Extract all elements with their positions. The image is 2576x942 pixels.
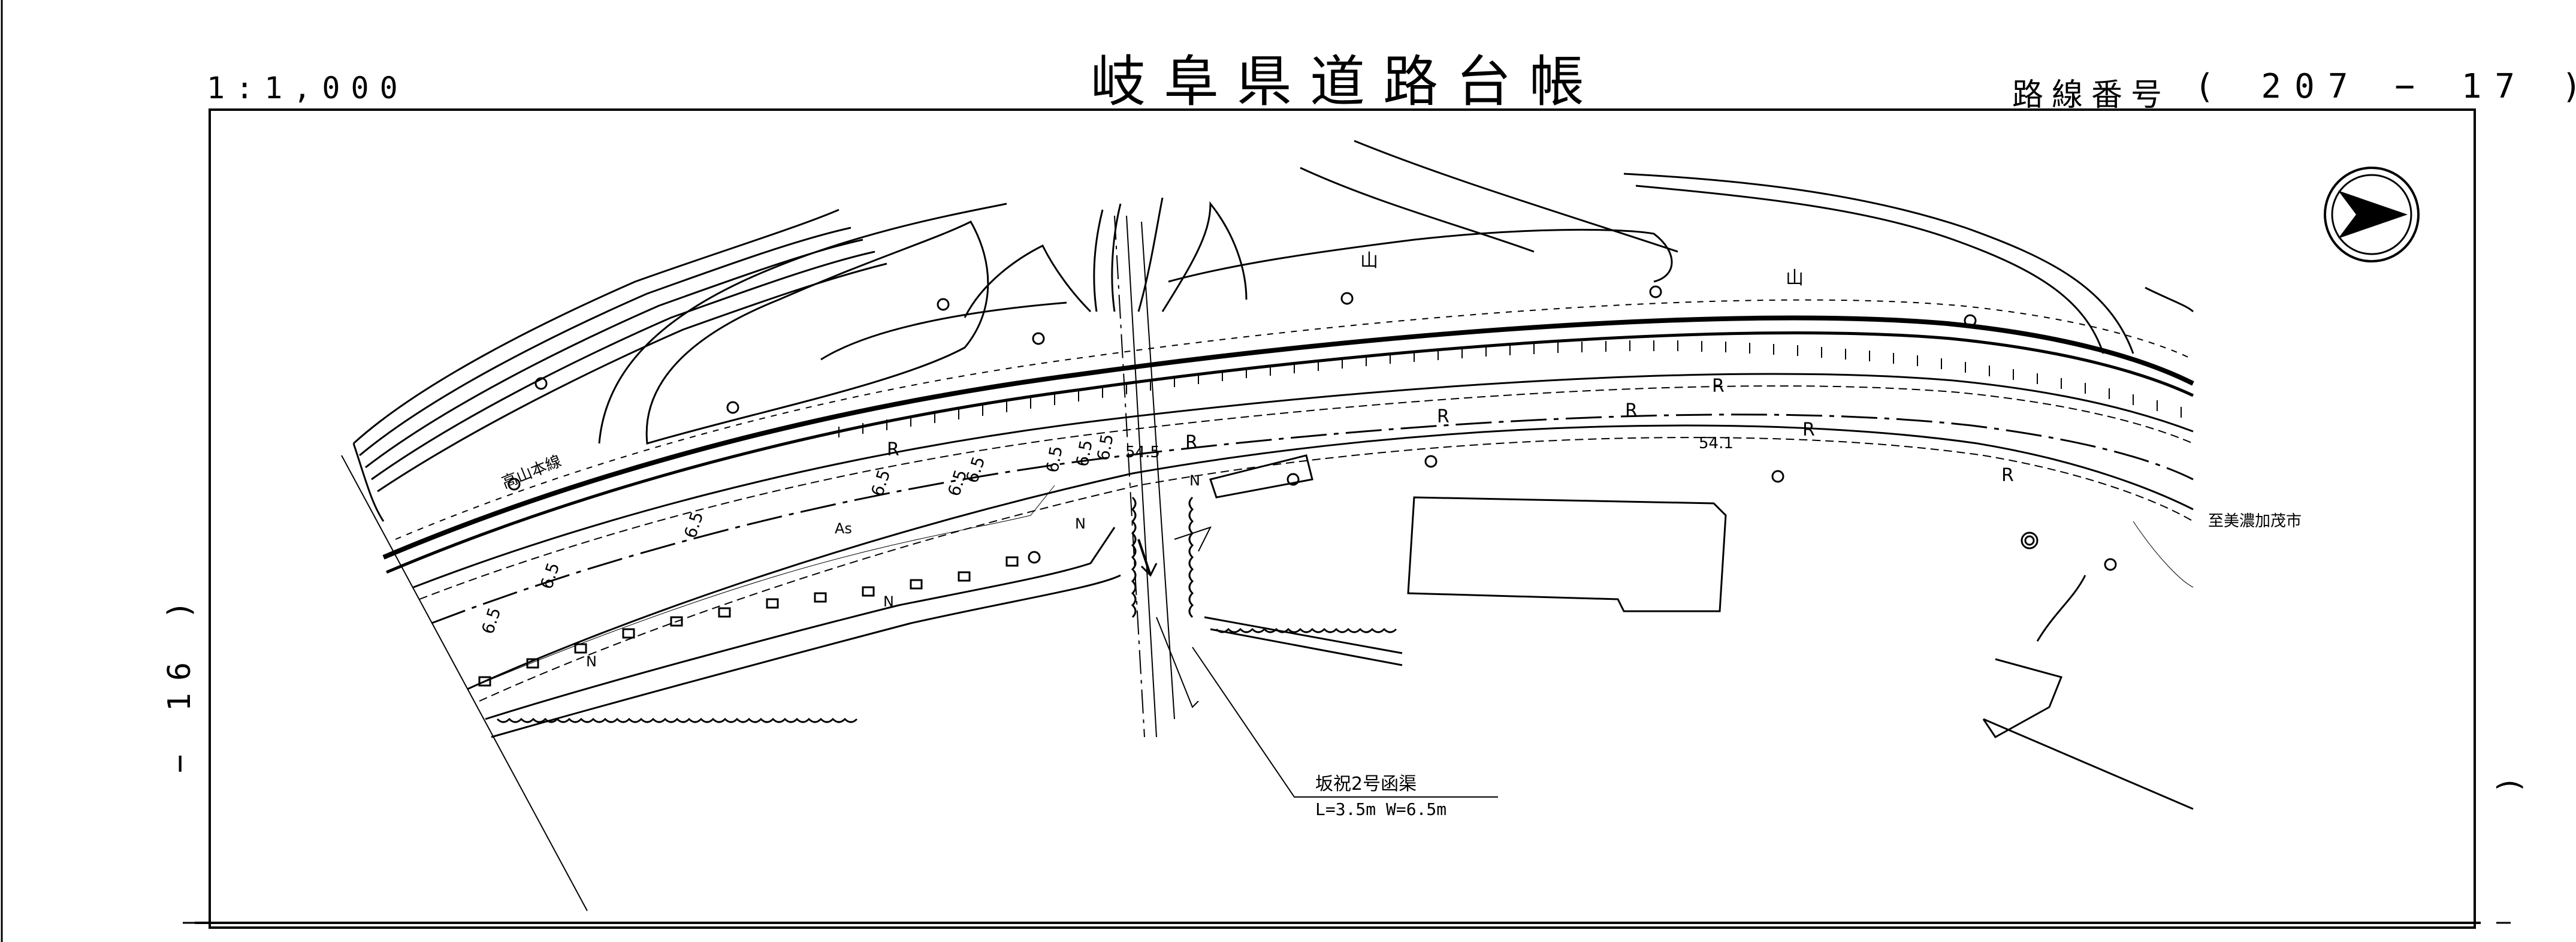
slope-scallops: [496, 496, 1397, 723]
sheet-number: − 16 ): [162, 588, 198, 773]
culvert-leader: [1192, 647, 1498, 798]
destination-label: 至美濃加茂市: [2208, 512, 2302, 530]
r-marker: R: [1712, 376, 1725, 397]
width-label: 6.5: [1093, 433, 1117, 463]
n-marker: N: [1075, 515, 1086, 532]
slope-mark: 山: [1360, 250, 1378, 271]
road-edges: [341, 373, 2194, 911]
n-marker: N: [1189, 472, 1200, 489]
right-margin-mark: ): [2492, 779, 2526, 791]
width-label: 6.5: [536, 560, 563, 592]
width-label: 6.5: [478, 605, 505, 637]
shoulder-ticks: [838, 340, 2182, 437]
n-marker: N: [586, 653, 597, 670]
r-marker: R: [1802, 419, 1815, 440]
n-marker: N: [883, 593, 894, 610]
north-arrow-icon: [2324, 167, 2420, 262]
slope-mark: 山: [1786, 268, 1804, 289]
width-label: 6.5: [867, 467, 894, 499]
width-label: 6.5: [1042, 445, 1066, 475]
route-number-label: 路線番号: [2012, 77, 2171, 113]
station-label: 54.5: [1125, 443, 1160, 461]
contour-lines: [352, 140, 2194, 522]
route-number-value: ( 207 − 17 ): [2194, 67, 2576, 106]
surface-label: As: [835, 520, 852, 537]
r-marker: R: [1437, 406, 1449, 427]
rail-line: [382, 299, 2194, 574]
map-scale: 1:1,000: [207, 71, 409, 105]
culvert: [1114, 215, 1212, 738]
sheet-title: 岐阜県道路台帳: [1091, 50, 1603, 114]
r-marker: R: [887, 439, 899, 460]
width-label: 6.5: [1072, 439, 1096, 469]
map-frame: [209, 108, 2476, 929]
r-marker: R: [1625, 400, 1638, 421]
culvert-name: 坂祝2号函渠: [1315, 774, 1417, 795]
building-outline: [1407, 496, 1727, 612]
road-markers: [478, 285, 2117, 687]
culvert-dimensions: L=3.5m W=6.5m: [1315, 799, 1446, 819]
station-label: 54.1: [1699, 434, 1734, 452]
r-marker: R: [1185, 432, 1198, 453]
r-marker: R: [2001, 465, 2014, 486]
rail-line-label: 高山本線: [499, 452, 564, 493]
